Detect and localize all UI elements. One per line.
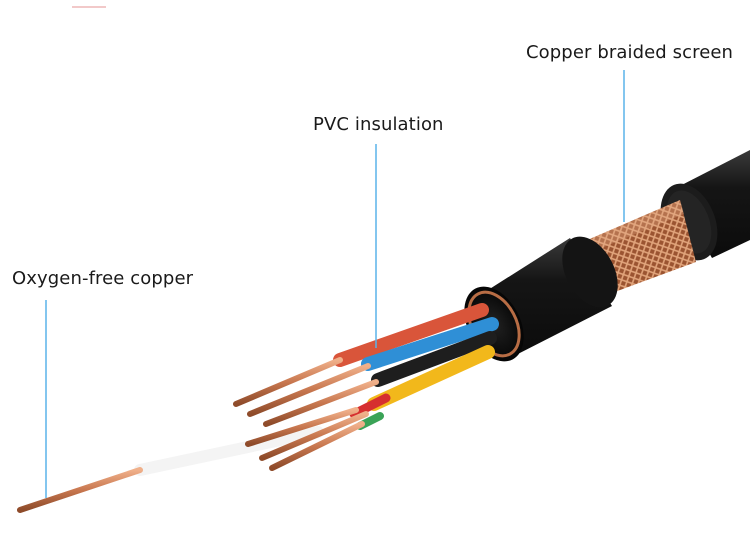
core-red (333, 303, 489, 367)
label-copper-braided-screen: Copper braided screen (526, 42, 734, 63)
insulated-cores (134, 303, 499, 476)
core-red-small (349, 393, 391, 419)
label-oxygen-free-copper: Oxygen-free copper (12, 268, 194, 289)
core-blue (361, 317, 499, 371)
core-white (134, 426, 324, 476)
label-pvc-insulation: PVC insulation (313, 114, 444, 135)
copper-conductors (17, 357, 379, 513)
core-yellow (367, 345, 495, 411)
faint-mark (72, 6, 106, 8)
leader-lines (45, 70, 625, 498)
core-black (371, 331, 497, 387)
